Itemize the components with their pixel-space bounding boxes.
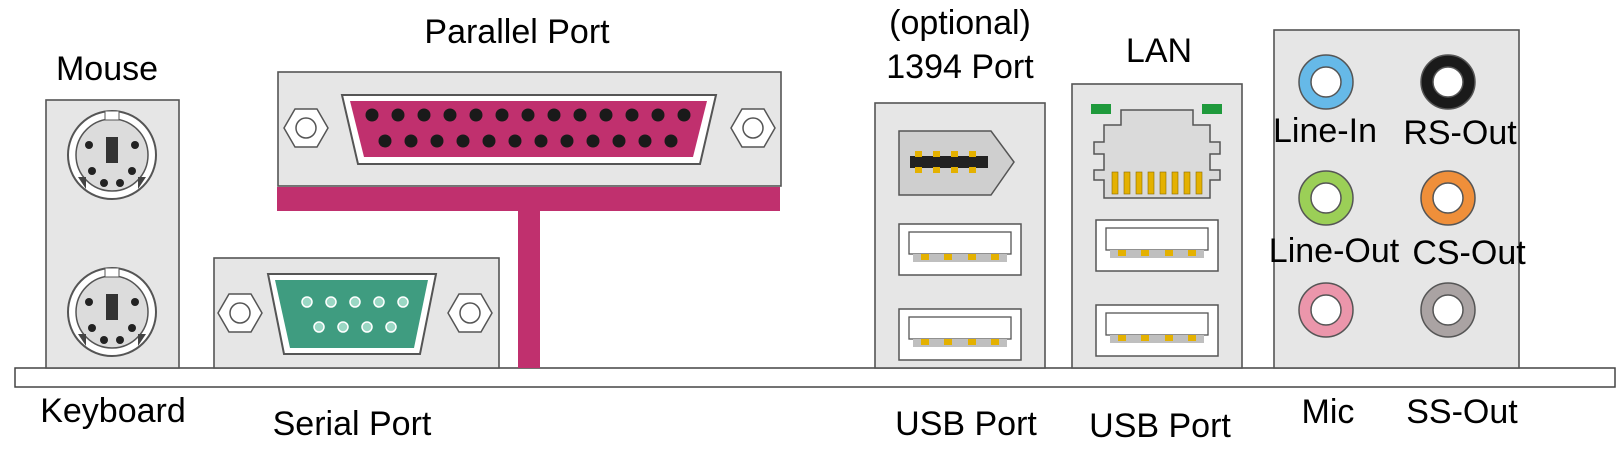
serial-port[interactable]	[213, 257, 500, 369]
mouse-label: Mouse	[56, 50, 158, 88]
screw-icon	[217, 293, 263, 333]
serial-pins	[301, 296, 409, 333]
port-1394[interactable]	[898, 130, 1015, 196]
ss-out-jack[interactable]	[1420, 282, 1476, 338]
ps2-block	[45, 99, 180, 369]
cs-out-jack[interactable]	[1420, 170, 1476, 226]
line-in-label: Line-In	[1273, 112, 1377, 150]
mic-label: Mic	[1302, 393, 1355, 431]
parallel-leader-stem	[518, 211, 540, 368]
parallel-port-label: Parallel Port	[424, 13, 610, 51]
usb-port-left-label: USB Port	[895, 405, 1037, 443]
serial-connector-face	[275, 280, 428, 348]
usb-port[interactable]	[1095, 304, 1219, 357]
serial-port-label: Serial Port	[273, 405, 432, 443]
lan-label: LAN	[1126, 32, 1192, 70]
port-1394-usb-block	[874, 102, 1046, 369]
screw-icon	[283, 108, 329, 148]
lan-usb-block	[1071, 83, 1243, 369]
line-out-jack[interactable]	[1298, 170, 1354, 226]
ss-out-label: SS-Out	[1406, 393, 1518, 431]
parallel-pins	[365, 108, 691, 148]
parallel-leader-bar	[277, 187, 780, 211]
mic-jack[interactable]	[1298, 282, 1354, 338]
parallel-port[interactable]	[277, 71, 782, 187]
usb-port[interactable]	[1095, 219, 1219, 272]
rs-out-jack[interactable]	[1420, 54, 1476, 110]
keyboard-label: Keyboard	[40, 392, 186, 430]
usb-port-right-label: USB Port	[1089, 407, 1231, 445]
usb-port[interactable]	[898, 223, 1022, 276]
keyboard-port[interactable]	[67, 267, 157, 357]
optional-label: (optional)	[889, 4, 1031, 42]
lan-led-right-icon	[1202, 104, 1222, 114]
rs-out-label: RS-Out	[1403, 114, 1517, 152]
usb-port[interactable]	[898, 308, 1022, 361]
cs-out-label: CS-Out	[1412, 234, 1526, 272]
screw-icon	[447, 293, 493, 333]
port-1394-label: 1394 Port	[886, 48, 1034, 86]
line-in-jack[interactable]	[1298, 54, 1354, 110]
lan-led-left-icon	[1091, 104, 1111, 114]
line-out-label: Line-Out	[1269, 232, 1400, 270]
screw-icon	[730, 108, 776, 148]
lan-port[interactable]	[1091, 104, 1222, 199]
mouse-port[interactable]	[67, 110, 157, 200]
io-base-bar	[14, 367, 1616, 388]
